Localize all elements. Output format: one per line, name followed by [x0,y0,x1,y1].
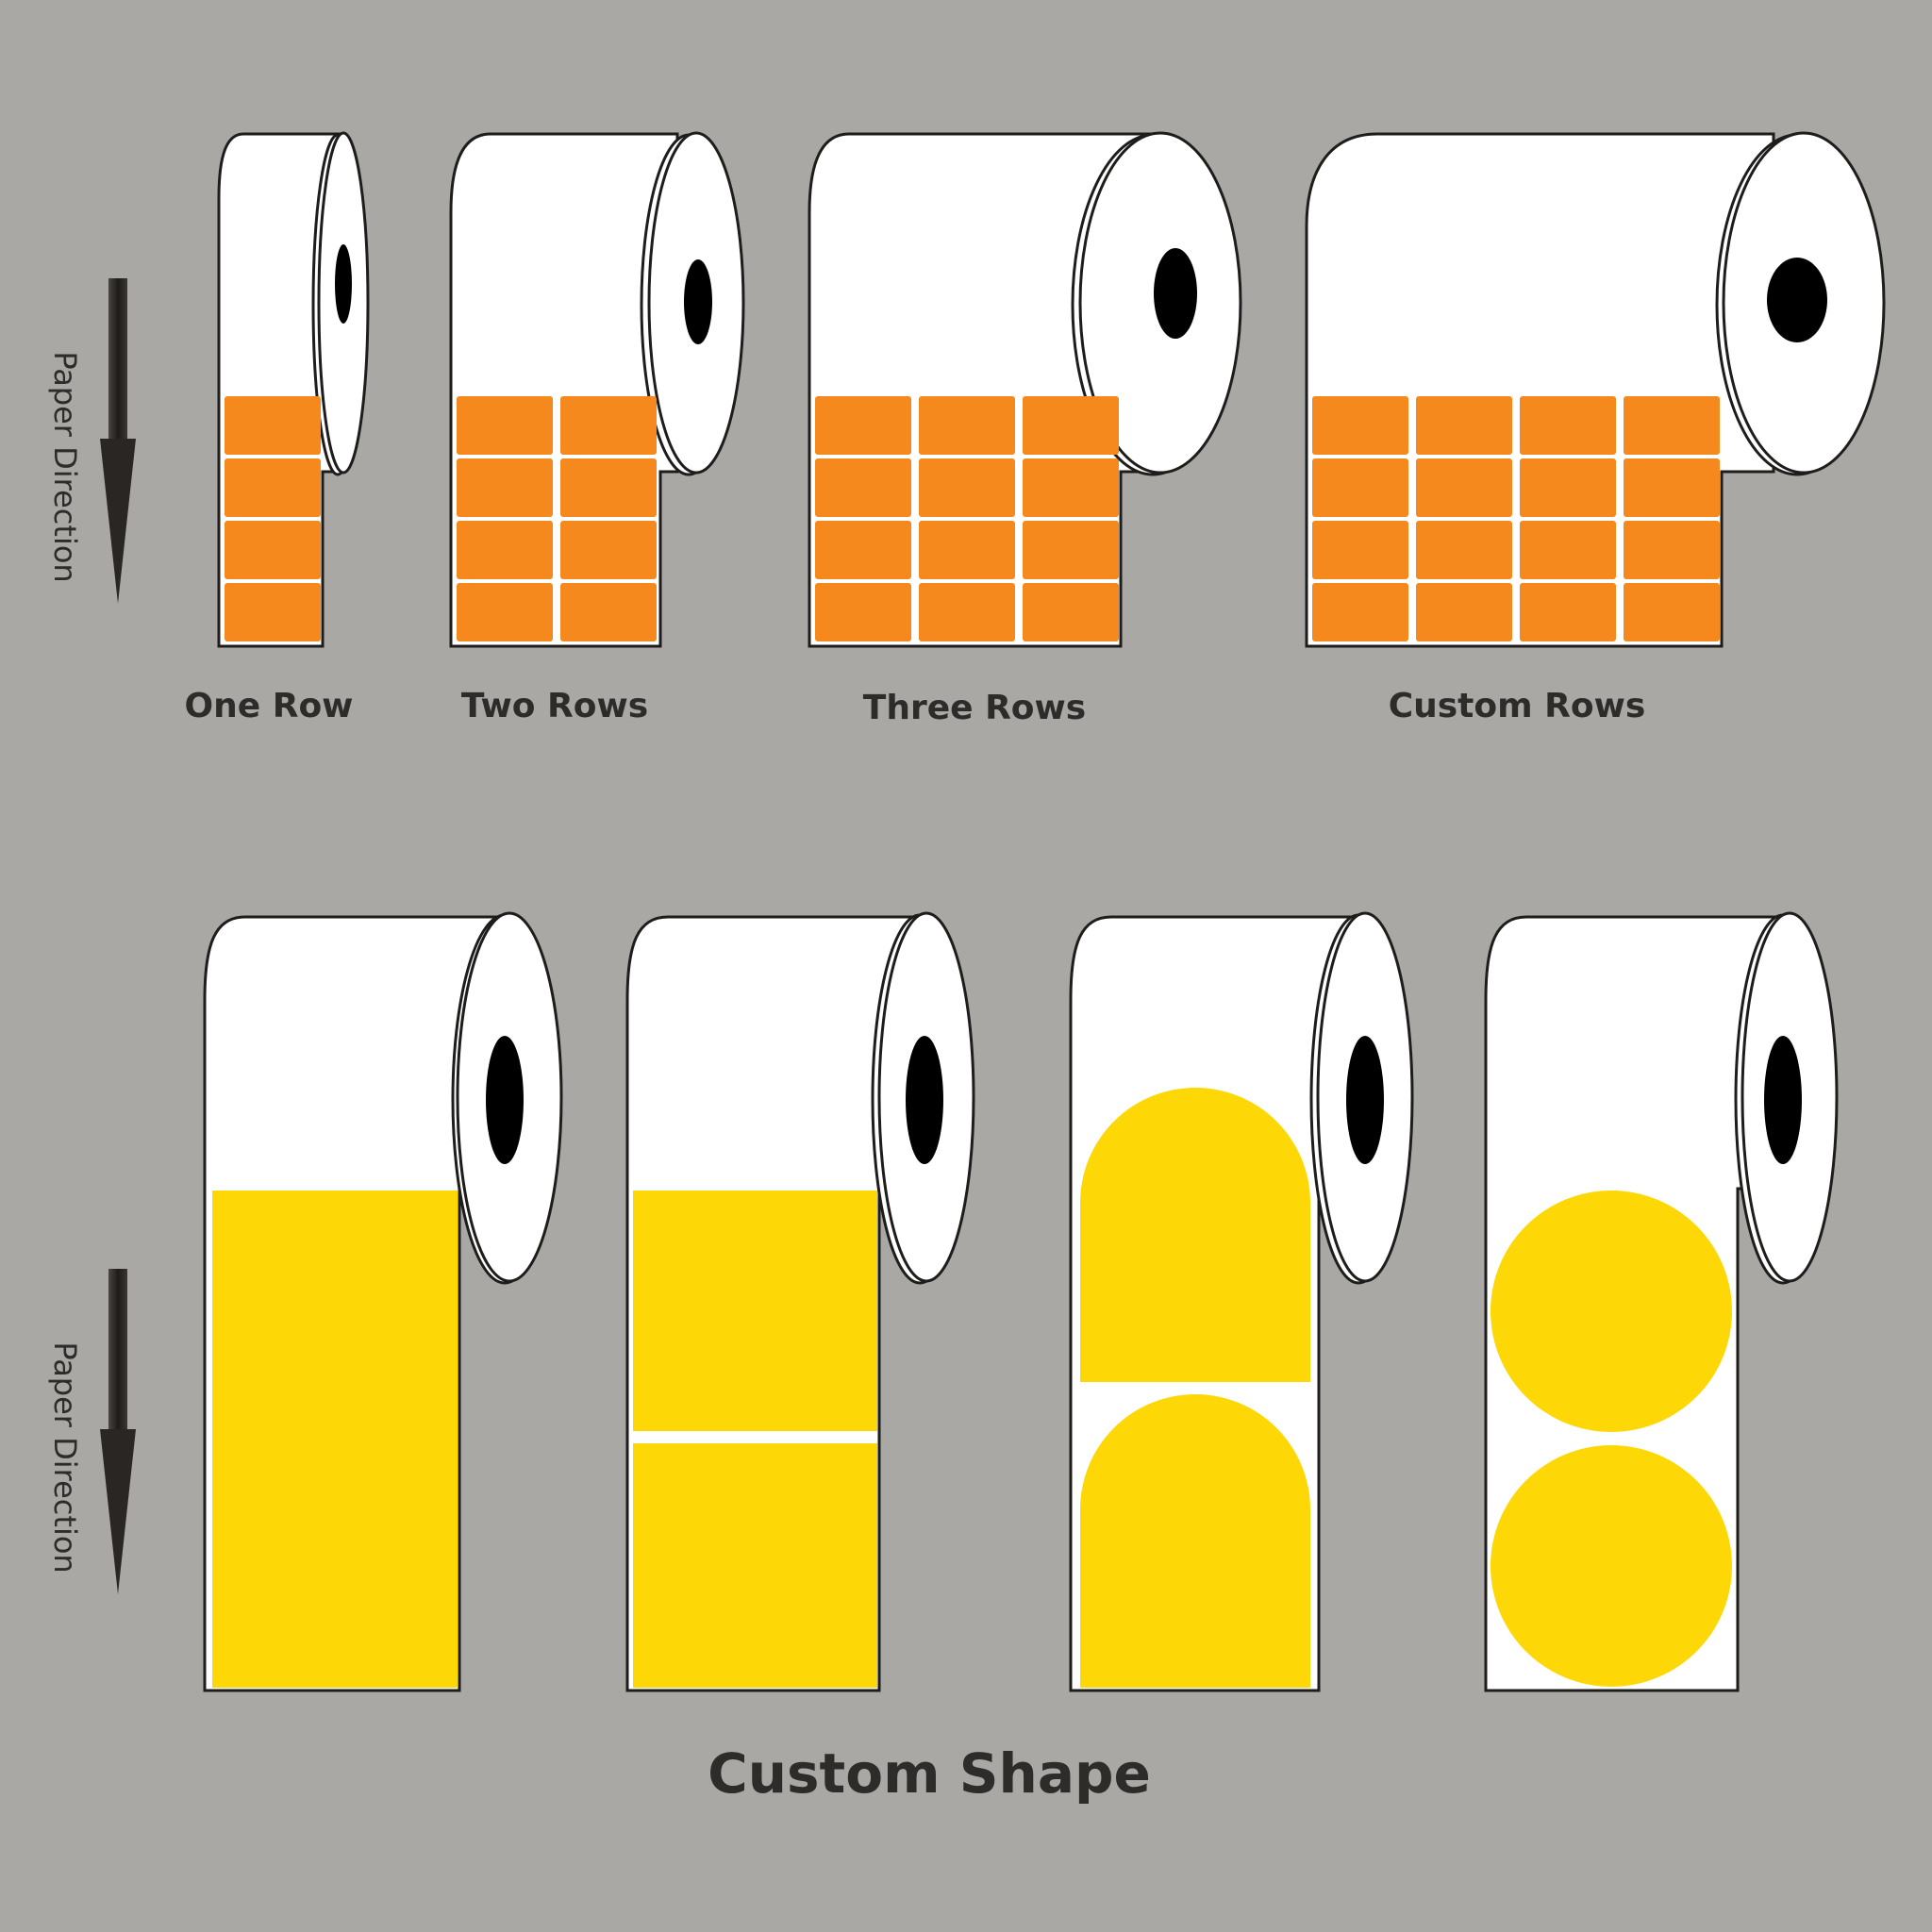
paper-direction-arrow-bottom [100,1269,136,1594]
roll-core-icon [906,1036,943,1164]
label-shape-rectangle [633,1191,877,1431]
label-shape-arch [1080,1088,1310,1382]
roll-core-icon [684,259,712,344]
paper-direction-label-bottom: Paper Direction [47,1341,83,1573]
label-shape-circle [1491,1445,1732,1687]
roll-core-icon [1767,258,1827,342]
roll-circle-shape [1484,911,1839,1692]
roll-custom-rows [1305,131,1886,648]
label-grid-custom-rows [1312,396,1720,641]
roll-two-rows [449,131,745,648]
custom-shape-title: Custom Shape [708,1741,1151,1806]
roll-arch-shape [1069,911,1414,1692]
roll-core-icon [486,1036,524,1164]
label-grid-one-row [225,396,321,641]
roll-rectangle-single [203,911,563,1692]
label-two-rows: Two Rows [461,687,648,725]
label-three-rows: Three Rows [863,689,1086,727]
roll-core-icon [335,244,352,324]
label-grid-two-rows [457,396,657,641]
label-shape-arch [1080,1394,1310,1688]
roll-core-icon [1764,1036,1802,1164]
roll-one-row [217,131,370,648]
roll-core-icon [1154,248,1197,339]
label-shape-rectangle [633,1443,877,1688]
label-grid-three-rows [815,396,1119,641]
roll-core-icon [1346,1036,1384,1164]
paper-direction-arrow-top [100,278,136,604]
roll-rectangle-double [625,911,975,1692]
label-shape-rectangle-large [212,1191,458,1688]
label-custom-rows: Custom Rows [1389,687,1646,725]
label-one-row: One Row [185,687,354,725]
label-shape-circle [1491,1191,1732,1432]
roll-three-rows [808,131,1242,648]
paper-direction-label-top: Paper Direction [47,351,83,582]
